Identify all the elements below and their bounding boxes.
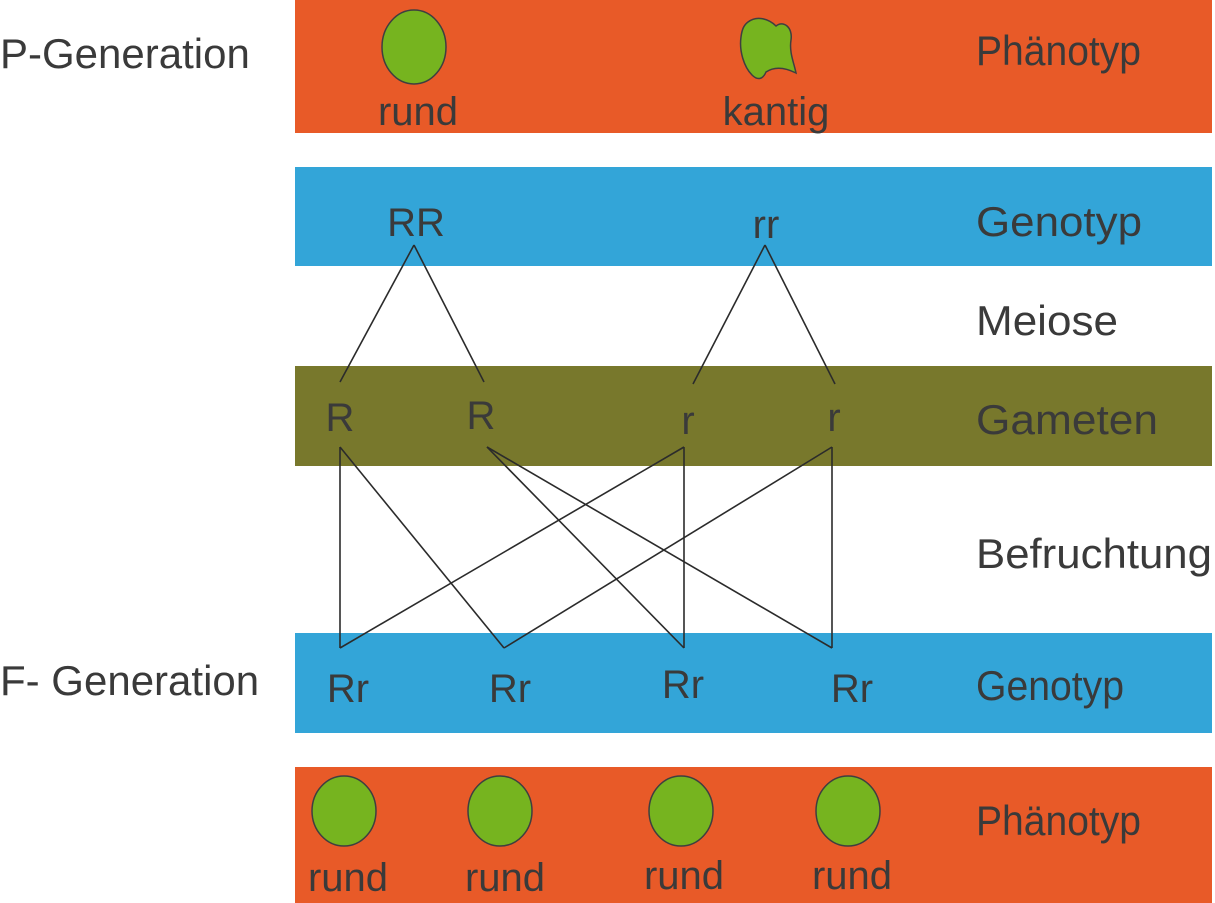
fert-line-g3-o1 bbox=[339, 446, 685, 649]
meiosis-line-rr-left bbox=[339, 244, 415, 383]
f-phenotype-label-1: rund bbox=[308, 856, 388, 900]
fertilization-row-label: Befruchtung bbox=[976, 530, 1212, 577]
p-genotype-label-1: RR bbox=[387, 201, 445, 245]
meiosis-row-label: Meiose bbox=[976, 297, 1118, 344]
f-genotype-label-1: Rr bbox=[327, 667, 369, 711]
f-phenotype-row-label: Phänotyp bbox=[976, 797, 1141, 844]
p-phenotype-label-1: rund bbox=[378, 90, 458, 134]
f-round-pea-icon-2 bbox=[467, 775, 533, 847]
f-genotype-label-3: Rr bbox=[662, 663, 704, 707]
fert-line-g4-o2 bbox=[503, 446, 833, 649]
f-phenotype-label-4: rund bbox=[812, 854, 892, 898]
fert-line-g2-o4 bbox=[486, 446, 833, 649]
f-genotype-band bbox=[295, 633, 1212, 733]
gamete-band bbox=[295, 366, 1212, 466]
f-generation-label: F- Generation bbox=[0, 657, 259, 704]
gamete-label-2: R bbox=[467, 394, 496, 438]
p-genotype-row-label: Genotyp bbox=[976, 198, 1142, 245]
f-phenotype-band bbox=[295, 767, 1212, 903]
round-pea-icon bbox=[381, 9, 447, 85]
p-genotype-label-2: rr bbox=[753, 203, 780, 247]
gamete-label-3: r bbox=[681, 399, 694, 443]
fert-line-g2-o3 bbox=[486, 446, 685, 649]
p-phenotype-label-2: kantig bbox=[723, 90, 830, 134]
fertilization-lines bbox=[339, 446, 833, 649]
p-phenotype-row-label: Phänotyp bbox=[976, 27, 1141, 74]
meiosis-line-rr-small-left bbox=[692, 244, 766, 385]
fert-line-g1-o2 bbox=[339, 446, 505, 649]
f-phenotype-label-2: rund bbox=[465, 856, 545, 900]
f-genotype-label-2: Rr bbox=[489, 667, 531, 711]
f-round-pea-icon-4 bbox=[815, 775, 881, 847]
f-genotype-row-label: Genotyp bbox=[976, 662, 1124, 709]
f-genotype-label-4: Rr bbox=[831, 667, 873, 711]
meiosis-lines bbox=[339, 244, 836, 385]
meiosis-line-rr-small-right bbox=[764, 244, 836, 385]
f-round-pea-icon-1 bbox=[311, 775, 377, 847]
gametes-row-label: Gameten bbox=[976, 396, 1158, 443]
gamete-label-1: R bbox=[326, 396, 355, 440]
wrinkled-pea-icon bbox=[739, 17, 798, 80]
meiosis-line-rr-right bbox=[413, 244, 485, 383]
f-round-pea-icon-3 bbox=[648, 775, 714, 847]
gamete-label-4: r bbox=[827, 396, 840, 440]
f-phenotype-label-3: rund bbox=[644, 854, 724, 898]
p-genotype-band bbox=[295, 167, 1212, 266]
p-generation-label: P-Generation bbox=[0, 30, 250, 77]
